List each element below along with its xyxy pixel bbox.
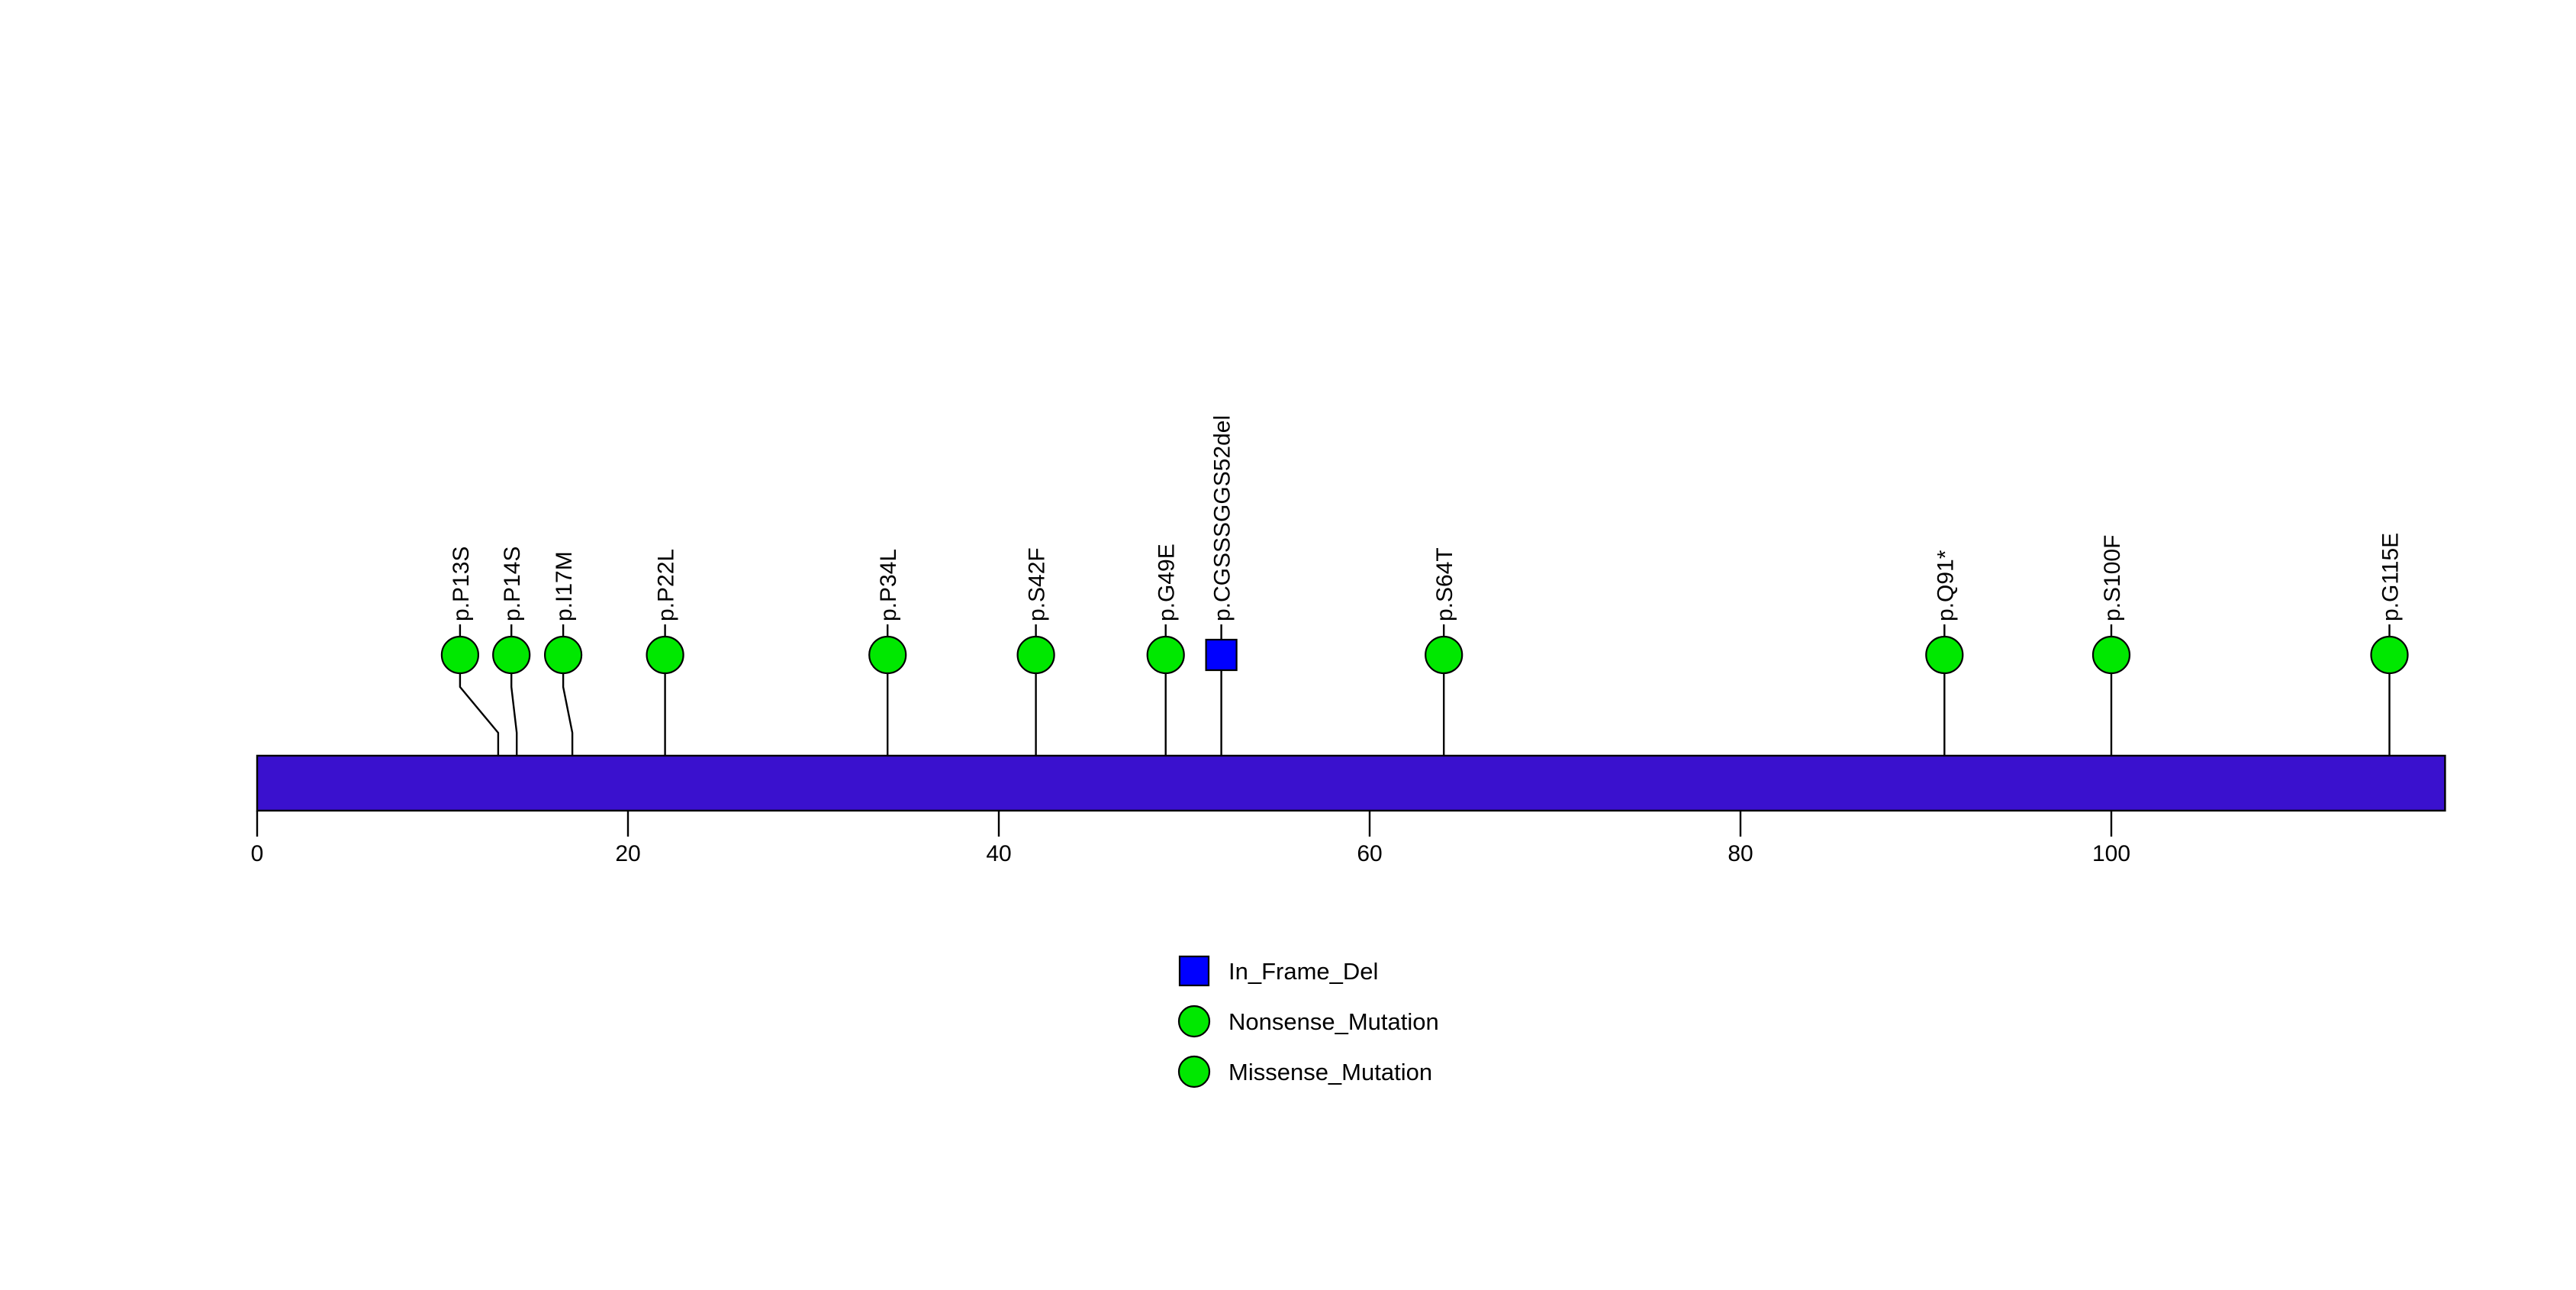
axis-tick-label-100: 100 <box>2092 841 2130 866</box>
axis-tick-label-0: 0 <box>251 841 264 866</box>
legend-label: In_Frame_Del <box>1228 958 1378 985</box>
legend-group: In_Frame_DelNonsense_MutationMissense_Mu… <box>1177 955 1439 1088</box>
mutation-label: p.P14S <box>500 547 525 621</box>
protein-domain-track-group <box>256 754 2446 812</box>
mutation-markers-group <box>440 635 2409 675</box>
mutation-marker-circle[interactable] <box>2091 635 2131 675</box>
mutation-label: p.P13S <box>449 547 474 621</box>
protein-domain-bar <box>256 754 2446 812</box>
mutation-label: p.G115E <box>2378 533 2404 621</box>
legend-swatch-square <box>1178 955 1210 987</box>
axis-tick-label-60: 60 <box>1357 841 1382 866</box>
legend-label: Nonsense_Mutation <box>1228 1008 1439 1035</box>
mutation-marker-circle[interactable] <box>1425 635 1463 675</box>
axis-tick-label-40: 40 <box>986 841 1011 866</box>
mutation-label: p.S42F <box>1025 547 1050 621</box>
mutation-labels-group: p.P13S p.P14S p.I17M p.P22L p.P34L p.S42F p.G4… <box>449 415 2404 621</box>
mutation-marker-circle[interactable] <box>1925 635 1964 675</box>
mutation-marker-circle[interactable] <box>543 635 583 675</box>
mutation-label: p.CGSSSGGS52del <box>1210 415 1235 621</box>
mutation-marker-circle[interactable] <box>2370 635 2409 675</box>
mutation-label: p.P34L <box>876 549 901 621</box>
mutation-marker-circle[interactable] <box>868 635 907 675</box>
mutation-label: p.I17M <box>552 551 577 621</box>
axis-tick-label-80: 80 <box>1728 841 1753 866</box>
position-axis-group: 0 20 40 60 80 100 <box>251 811 2130 866</box>
mutation-label: p.S100F <box>2100 535 2125 621</box>
mutation-marker-circle[interactable] <box>492 635 531 675</box>
axis-tick-label-20: 20 <box>615 841 640 866</box>
mutation-marker-square[interactable] <box>1205 638 1238 672</box>
legend-swatch-circle <box>1177 1055 1211 1088</box>
mutation-marker-circle[interactable] <box>646 635 684 675</box>
legend-swatch-circle <box>1177 1005 1211 1038</box>
mutation-marker-circle[interactable] <box>440 635 480 675</box>
mutation-label: p.Q91* <box>1933 550 1958 621</box>
mutation-marker-circle[interactable] <box>1016 635 1055 675</box>
legend-label: Missense_Mutation <box>1228 1059 1432 1085</box>
mutation-marker-circle[interactable] <box>1146 635 1185 675</box>
mutation-label: p.G49E <box>1154 543 1180 621</box>
mutation-label: p.S64T <box>1432 547 1457 621</box>
mutation-label: p.P22L <box>654 549 679 621</box>
